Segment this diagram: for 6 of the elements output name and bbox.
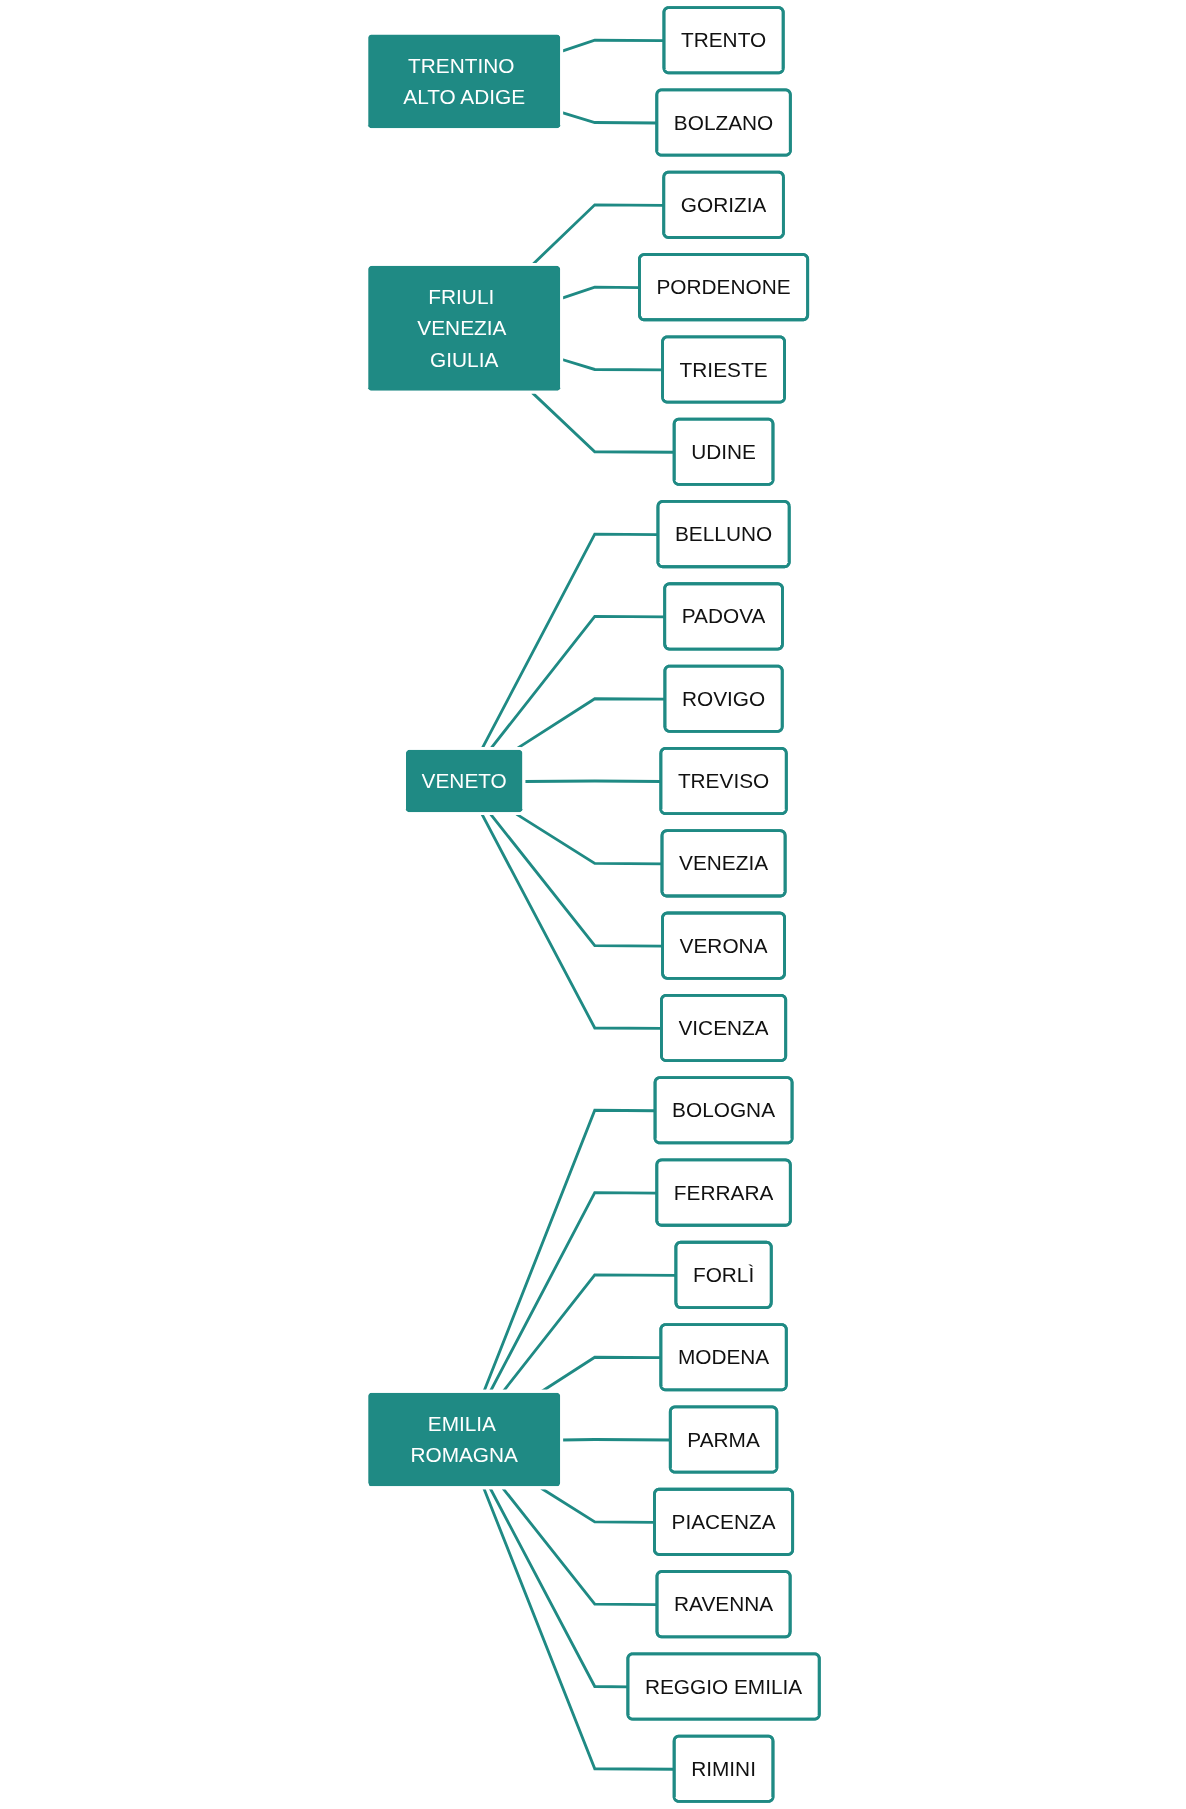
connector	[480, 813, 662, 1030]
connector	[482, 1487, 675, 1771]
connector	[562, 1438, 671, 1442]
connector	[540, 1487, 655, 1524]
connector	[515, 812, 663, 866]
connector	[561, 285, 640, 300]
